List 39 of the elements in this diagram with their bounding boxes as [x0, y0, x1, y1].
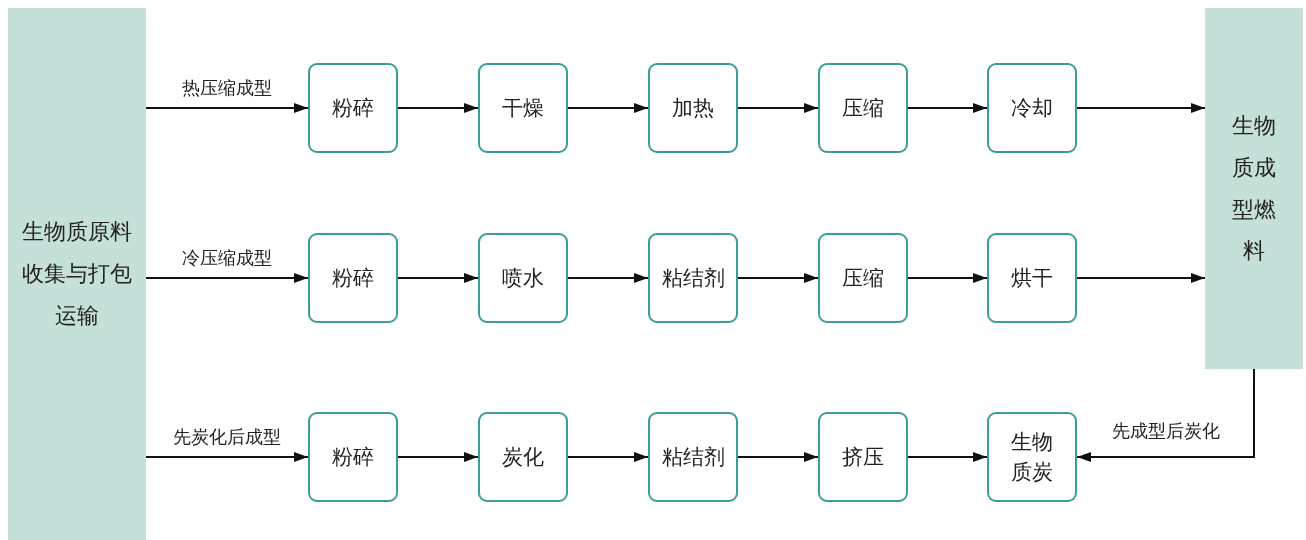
arrow — [145, 452, 309, 462]
arrow — [1076, 103, 1206, 113]
arrow — [567, 103, 649, 113]
arrow — [397, 103, 479, 113]
process-box: 挤压 — [818, 412, 908, 502]
arrow — [1076, 368, 1255, 462]
arrow — [907, 452, 988, 462]
process-box: 烘干 — [987, 233, 1077, 323]
edge-label: 热压缩成型 — [182, 76, 272, 100]
process-box: 粉碎 — [308, 233, 398, 323]
edge-label: 先炭化后成型 — [173, 425, 281, 449]
input-panel: 生物质原料收集与打包运输 — [8, 8, 146, 540]
process-box: 干燥 — [478, 63, 568, 153]
process-box: 粘结剂 — [648, 233, 738, 323]
process-box: 压缩 — [818, 233, 908, 323]
arrow — [737, 452, 819, 462]
arrow — [567, 273, 649, 283]
arrow — [145, 273, 309, 283]
edge-label: 冷压缩成型 — [182, 246, 272, 270]
process-box: 冷却 — [987, 63, 1077, 153]
arrow — [567, 452, 649, 462]
arrow — [907, 103, 988, 113]
arrow — [397, 273, 479, 283]
process-box: 粘结剂 — [648, 412, 738, 502]
edge-label: 先成型后炭化 — [1111, 419, 1220, 443]
arrow — [145, 103, 309, 113]
process-box: 压缩 — [818, 63, 908, 153]
arrow — [397, 452, 479, 462]
process-box: 生物质炭 — [987, 412, 1077, 502]
output-panel: 生物质成型燃料 — [1205, 8, 1303, 369]
process-box: 炭化 — [478, 412, 568, 502]
process-box: 喷水 — [478, 233, 568, 323]
arrow — [907, 273, 988, 283]
arrow — [737, 273, 819, 283]
arrow — [1076, 273, 1206, 283]
arrow — [737, 103, 819, 113]
process-box: 加热 — [648, 63, 738, 153]
process-box: 粉碎 — [308, 63, 398, 153]
process-box: 粉碎 — [308, 412, 398, 502]
